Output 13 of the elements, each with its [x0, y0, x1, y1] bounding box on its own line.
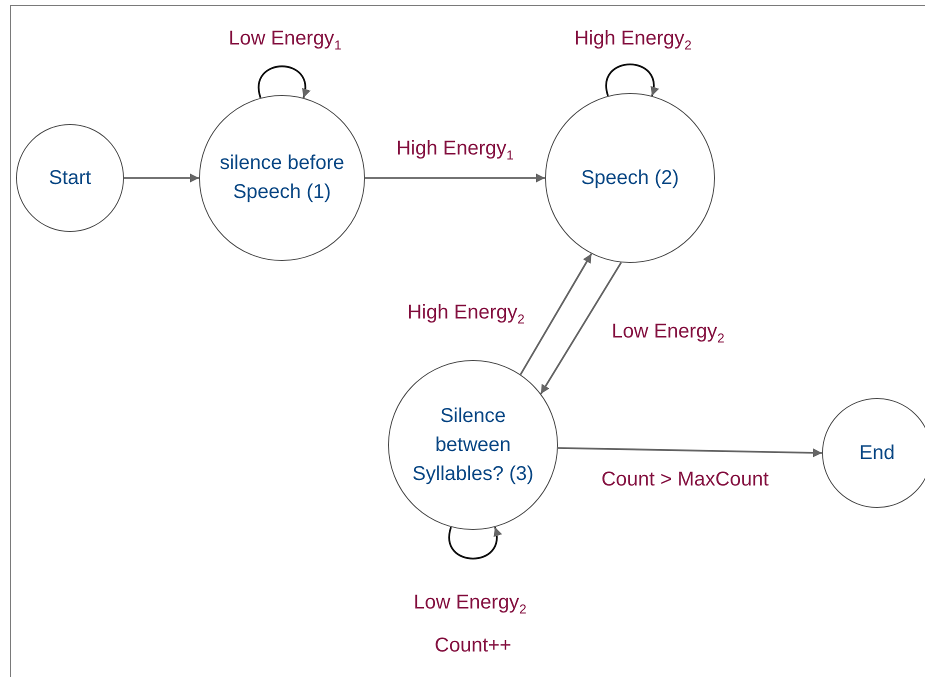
arrow	[558, 447, 822, 458]
arrow	[520, 253, 592, 375]
arrow	[605, 64, 658, 96]
arrow	[365, 174, 545, 182]
arrow	[448, 526, 502, 560]
arrow	[258, 66, 310, 98]
state-label: Speech (2)	[580, 166, 680, 190]
arrow	[540, 262, 622, 394]
state-label: silence before Speech (1)	[218, 151, 346, 205]
arrow	[124, 174, 199, 182]
state-label: Silence between Syllables? (3)	[411, 404, 535, 486]
state-label: End	[858, 440, 896, 466]
state-label: Start	[48, 166, 92, 190]
